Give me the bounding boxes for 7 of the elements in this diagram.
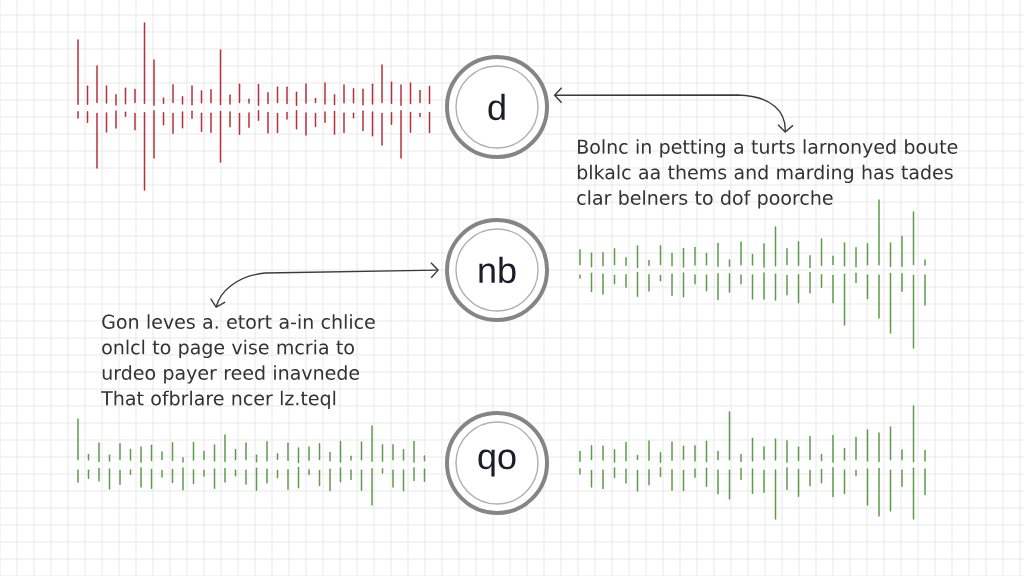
arrow [553,87,794,133]
circle-node: d [445,55,549,159]
paragraph: Gon leves a. etort a-in chlice onlcl to page vise mcria to urdeo payer reed inavnede That ofbrlare ncer lz.teql [101,314,375,410]
arrow [209,262,439,309]
circle-node: qo [445,411,549,515]
paragraph: Bolnc in petting a turts larnonyed boute blkalc aa thems and marding has tades clar belners to dof poorche [577,139,958,209]
circle-node: nb [445,218,549,322]
